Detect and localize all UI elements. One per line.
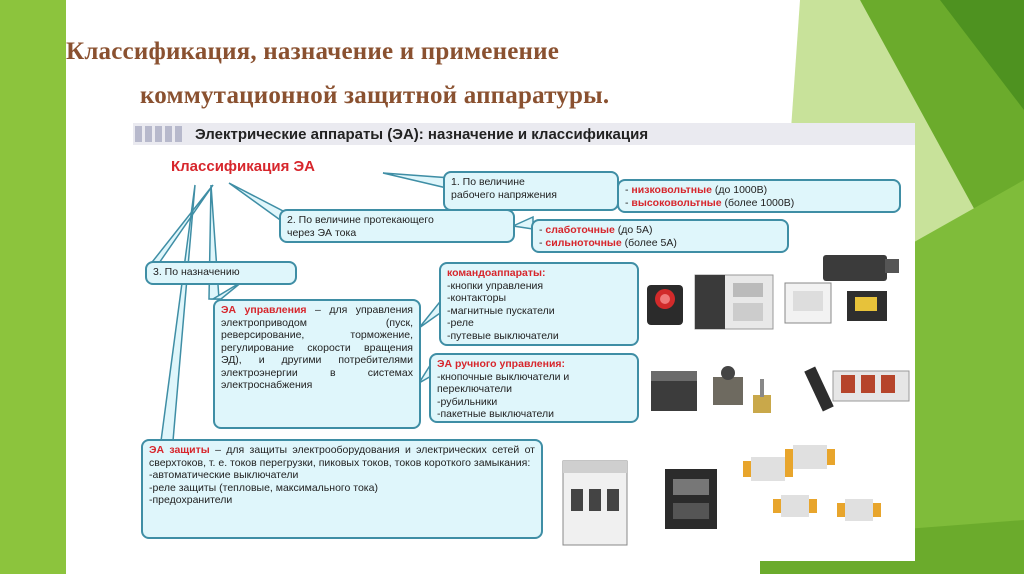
- panel-header-bar: [133, 123, 915, 145]
- criterion-1-line-1: 1. По величине: [451, 176, 525, 188]
- command-devices-item: -кнопки управления: [447, 279, 544, 292]
- manual-control-title: ЭА ручного управления:: [437, 358, 566, 370]
- command-devices-box: командоаппараты: -кнопки управления -кон…: [439, 262, 639, 346]
- relay-photo: [784, 282, 887, 324]
- device-photos: [562, 255, 910, 546]
- command-devices-item: -путевые выключатели: [447, 329, 559, 342]
- criterion-3-label: 3. По назначению: [153, 266, 240, 278]
- criterion-box-1: 1. По величине рабочего напряжения: [443, 171, 619, 211]
- header-stripe: [135, 126, 142, 142]
- voltage-high: - высоковольтные (более 1000В): [625, 196, 795, 209]
- circuit-breaker-photo: [562, 460, 628, 546]
- breaker-box-photo: [651, 371, 697, 411]
- slide-title-line-2: коммутационной защитной аппаратуры.: [140, 82, 610, 109]
- header-stripe: [155, 126, 162, 142]
- manual-control-item: -рубильники: [437, 395, 498, 408]
- protection-item: -автоматические выключатели: [149, 469, 299, 481]
- protection-apparatus-box: ЭА защиты – для защиты электрооборудован…: [141, 439, 543, 539]
- panel-title: Электрические аппараты (ЭА): назначение …: [195, 126, 649, 143]
- criterion-2-line-1: 2. По величине протекающего: [287, 214, 434, 226]
- fuse-photo: [743, 445, 881, 521]
- thermal-relay-photo: [665, 469, 717, 529]
- voltage-low: - низковольтные (до 1000В): [625, 184, 768, 196]
- command-devices-item: -магнитные пускатели: [447, 304, 555, 317]
- control-apparatus-text: ЭА управления – для управления электропр…: [221, 304, 413, 391]
- manual-control-item: переключатели: [437, 383, 512, 395]
- header-stripe: [165, 126, 172, 142]
- slide-title-line-1: Классификация, назначение и применение: [66, 38, 560, 65]
- switch-photo: [713, 366, 771, 413]
- criterion-2-line-2: через ЭА тока: [287, 226, 357, 239]
- manual-control-box: ЭА ручного управления: -кнопочные выключ…: [429, 353, 639, 423]
- push-button-photo: [647, 285, 683, 325]
- classification-heading: Классификация ЭА: [171, 158, 315, 175]
- command-devices-item: -реле: [447, 317, 474, 329]
- contactor-photo: [694, 274, 774, 330]
- criterion-box-3: 3. По назначению: [145, 261, 297, 285]
- diagram-panel: Электрические аппараты (ЭА): назначение …: [133, 123, 915, 561]
- knife-switch-photo: [804, 366, 910, 412]
- limit-switch-photo: [823, 255, 899, 281]
- current-low: - слаботочные (до 5А): [539, 224, 653, 236]
- criterion-1-line-2: рабочего напряжения: [451, 188, 557, 201]
- command-devices-item: -контакторы: [447, 292, 507, 304]
- manual-control-item: -кнопочные выключатели и: [437, 370, 570, 383]
- header-stripe: [145, 126, 152, 142]
- voltage-box: - низковольтные (до 1000В) - высоковольт…: [617, 179, 901, 213]
- criterion-box-2: 2. По величине протекающего через ЭА ток…: [279, 209, 515, 243]
- connector-lines: [147, 172, 620, 442]
- command-devices-title: командоаппараты:: [447, 267, 546, 279]
- protection-item: -предохранители: [149, 494, 233, 506]
- protection-apparatus-text: ЭА защиты – для защиты электрооборудован…: [149, 444, 535, 469]
- control-apparatus-box: ЭА управления – для управления электропр…: [213, 299, 421, 429]
- protection-item: -реле защиты (тепловые, максимального то…: [149, 481, 378, 494]
- header-stripe: [175, 126, 182, 142]
- current-box: - слаботочные (до 5А) - сильноточные (бо…: [531, 219, 789, 253]
- manual-control-item: -пакетные выключатели: [437, 408, 554, 420]
- current-high: - сильноточные (более 5А): [539, 236, 677, 249]
